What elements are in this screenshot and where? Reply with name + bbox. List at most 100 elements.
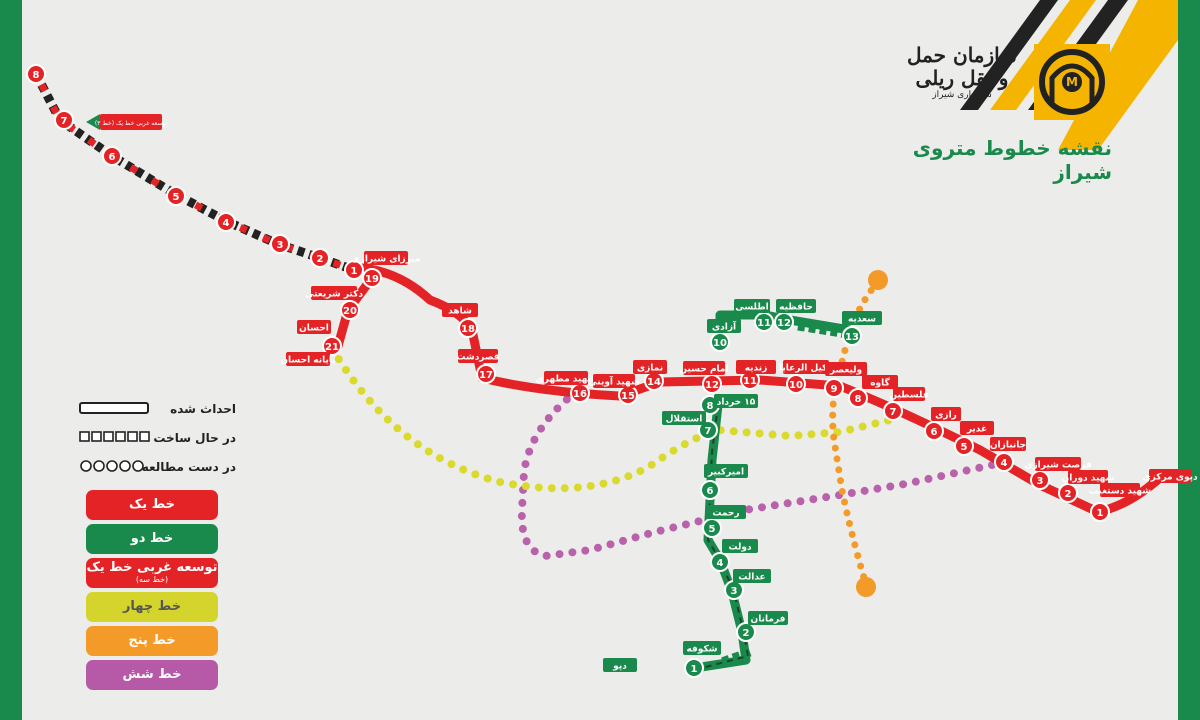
line1-station-label-bg xyxy=(736,360,776,374)
line2-station-name: امیرکبیر xyxy=(707,468,744,478)
line2-station-name: اطلسی xyxy=(735,303,769,313)
line1-station-name: شهید مطهری xyxy=(536,375,597,385)
line3-station-marker xyxy=(270,234,290,254)
line1-station-number: 18 xyxy=(461,324,475,335)
line1-station-label-bg xyxy=(593,374,635,388)
line1-station-name: فلسطین xyxy=(889,391,928,401)
line5-terminus-north xyxy=(868,270,888,290)
line1-station-label-bg xyxy=(1149,469,1191,483)
line1-station-label-bg xyxy=(862,375,898,389)
line2-station-marker xyxy=(736,622,756,642)
line1-station-number: 3 xyxy=(1037,476,1044,487)
legend-square xyxy=(79,431,90,442)
line3-route-overlay xyxy=(32,72,356,274)
line2-station-label-bg xyxy=(683,641,721,655)
line1-station-number: 9 xyxy=(831,384,838,395)
line3-station-marker xyxy=(310,248,330,268)
line2-station-name: ۱۵ خرداد xyxy=(717,398,756,408)
line3-station-number: 1 xyxy=(351,266,358,277)
line1-station-label-bg xyxy=(783,360,829,374)
line1-station-name: شاهد xyxy=(448,307,472,317)
line2-station-name: دپو xyxy=(612,662,627,672)
line1-station-name: نمازی xyxy=(637,364,663,374)
line1-station-label-bg xyxy=(683,361,725,375)
line1-station-number: 17 xyxy=(479,370,493,381)
line3-station-number: 3 xyxy=(277,240,284,251)
line1-station-marker xyxy=(994,452,1014,472)
line1-station-number: 16 xyxy=(573,389,587,400)
line3-station-marker xyxy=(344,260,364,280)
line3-station-number: 6 xyxy=(109,152,116,163)
line1-station-name: شهید آوینی xyxy=(588,376,640,388)
line1-station-name: امام حسین xyxy=(679,365,728,375)
legend-line3-label: توسعه غربی خط یک xyxy=(86,560,218,576)
line1-station-number: 14 xyxy=(647,377,661,388)
line1-station-number: 6 xyxy=(931,427,938,438)
line1-station-name: گاوه xyxy=(870,377,890,389)
line1-station-number: 7 xyxy=(890,407,897,418)
line1-station-number: 21 xyxy=(325,342,339,353)
line1-station-label-bg xyxy=(364,251,408,265)
line2-station-label-bg xyxy=(733,569,771,583)
line1-station-marker xyxy=(824,378,844,398)
legend-circle xyxy=(93,460,105,472)
legend-study-label: در دست مطالعه xyxy=(141,460,236,474)
metro-logo-icon: M xyxy=(1039,49,1105,115)
line1-station-name: احسان xyxy=(299,324,329,334)
line5-terminus-south xyxy=(856,577,876,597)
line1-station-label-bg xyxy=(286,352,330,366)
line1-station-label-bg xyxy=(633,360,667,374)
line1-station-name: میرزای شیرازی xyxy=(351,255,420,265)
line1-station-marker xyxy=(362,268,382,288)
line1-station-label-bg xyxy=(960,421,994,435)
line2-station-label-bg xyxy=(662,411,706,425)
line5-route xyxy=(829,278,882,589)
line1-station-number: 15 xyxy=(621,391,635,402)
line2-station-number: 11 xyxy=(757,318,771,329)
line1-station-label-bg xyxy=(990,437,1026,451)
legend-square xyxy=(91,431,102,442)
line1-station-number: 2 xyxy=(1065,489,1072,500)
map-title: نقشه خطوط متروی شیراز xyxy=(912,136,1112,184)
line1-station-label-bg xyxy=(297,320,331,334)
legend-square xyxy=(127,431,138,442)
legend-circle xyxy=(132,460,144,472)
line2-station-label-bg xyxy=(706,505,746,519)
line1-station-name: دپوی مرکزی xyxy=(1142,473,1198,483)
legend-square xyxy=(115,431,126,442)
line2-station-number: 6 xyxy=(707,486,714,497)
legend-circle xyxy=(119,460,131,472)
line3-station-number: 7 xyxy=(61,116,68,127)
line2-station-label-bg xyxy=(842,311,882,325)
line2-station-number: 12 xyxy=(777,318,791,329)
legend-construction-sample xyxy=(79,431,150,442)
line1-station-marker xyxy=(924,421,944,441)
line3-station-marker xyxy=(54,110,74,130)
line1-station-label-bg xyxy=(825,362,867,376)
line2-station-marker xyxy=(698,420,718,440)
line1-station-label-bg xyxy=(1068,470,1108,484)
left-green-bar xyxy=(0,0,22,720)
line1-station-marker xyxy=(1058,483,1078,503)
line1-station-name: شهید دستغیب xyxy=(1089,487,1151,497)
line1-station-name: غدیر xyxy=(966,425,987,435)
line1-station-marker xyxy=(1090,502,1110,522)
line3-station-marker xyxy=(216,212,236,232)
line1-station-marker xyxy=(848,388,868,408)
line1-station-label-bg xyxy=(458,349,498,363)
line2-station-number: 3 xyxy=(731,586,738,597)
line2-station-name: آزادی xyxy=(712,321,737,333)
line3-station-number: 4 xyxy=(223,218,230,229)
line2-station-marker xyxy=(842,326,862,346)
line2-station-label-bg xyxy=(748,611,788,625)
legend-existing-label: احداث شده xyxy=(170,402,236,416)
line3-station-number: 2 xyxy=(317,254,324,265)
line1-station-marker xyxy=(458,318,478,338)
line1-station-label-bg xyxy=(931,407,961,421)
line1-station-label-bg xyxy=(544,371,588,385)
line1-station-number: 5 xyxy=(961,442,968,453)
line3-note: توسعه غربی خط یک (خط ۳) xyxy=(86,114,167,130)
